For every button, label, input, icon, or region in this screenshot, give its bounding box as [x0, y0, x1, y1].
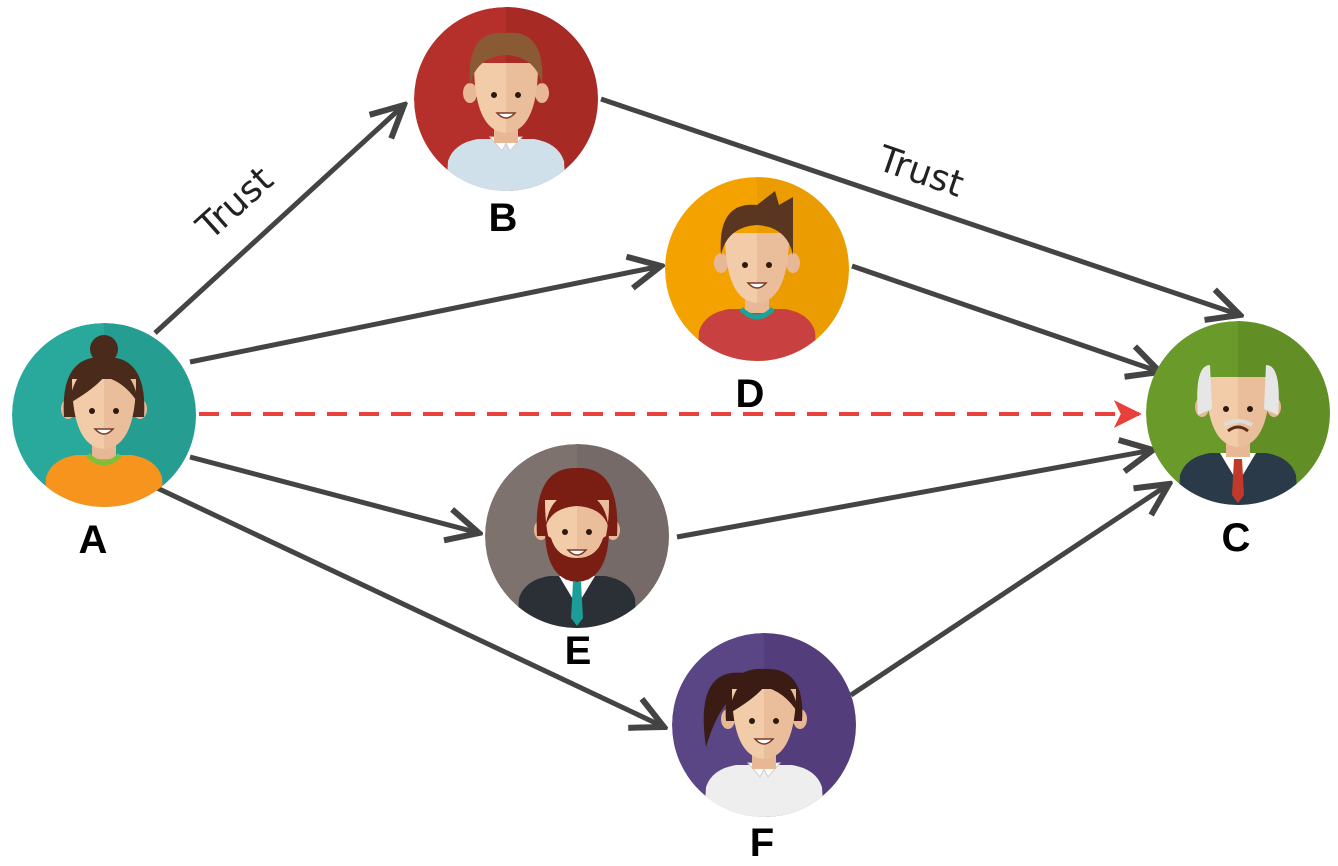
edges-layer — [153, 96, 1240, 727]
edge-a-to-e — [189, 454, 479, 533]
edge-a-to-b — [153, 105, 404, 335]
node-label-f: F — [750, 821, 774, 865]
node-label-c: C — [1222, 516, 1251, 560]
edge-label-a-b: Trust — [188, 159, 281, 248]
node-label-e: E — [565, 629, 592, 673]
edge-f-to-c — [849, 484, 1169, 698]
boy-avatar-icon — [665, 177, 849, 361]
node-label-a: A — [79, 518, 108, 562]
node-f: F — [672, 633, 856, 865]
node-b: B — [414, 7, 598, 240]
node-d: D — [665, 177, 849, 416]
node-label-b: B — [489, 196, 518, 240]
edge-b-to-c — [600, 96, 1240, 315]
edge-d-to-c — [851, 263, 1160, 372]
nodes-layer: A B C D E F — [12, 7, 1330, 865]
edge-a-to-f — [153, 484, 664, 727]
node-label-d: D — [736, 372, 765, 416]
node-a: A — [12, 323, 196, 562]
old-man-avatar-icon — [1146, 321, 1330, 505]
node-c: C — [1146, 321, 1330, 560]
woman-avatar-icon — [12, 323, 196, 507]
edge-a-to-d — [189, 266, 661, 365]
man-avatar-icon — [414, 7, 598, 191]
bearded-man-avatar-icon — [485, 444, 669, 628]
ponytail-woman-avatar-icon — [672, 633, 856, 817]
edge-e-to-c — [676, 450, 1153, 540]
node-e: E — [485, 444, 669, 673]
